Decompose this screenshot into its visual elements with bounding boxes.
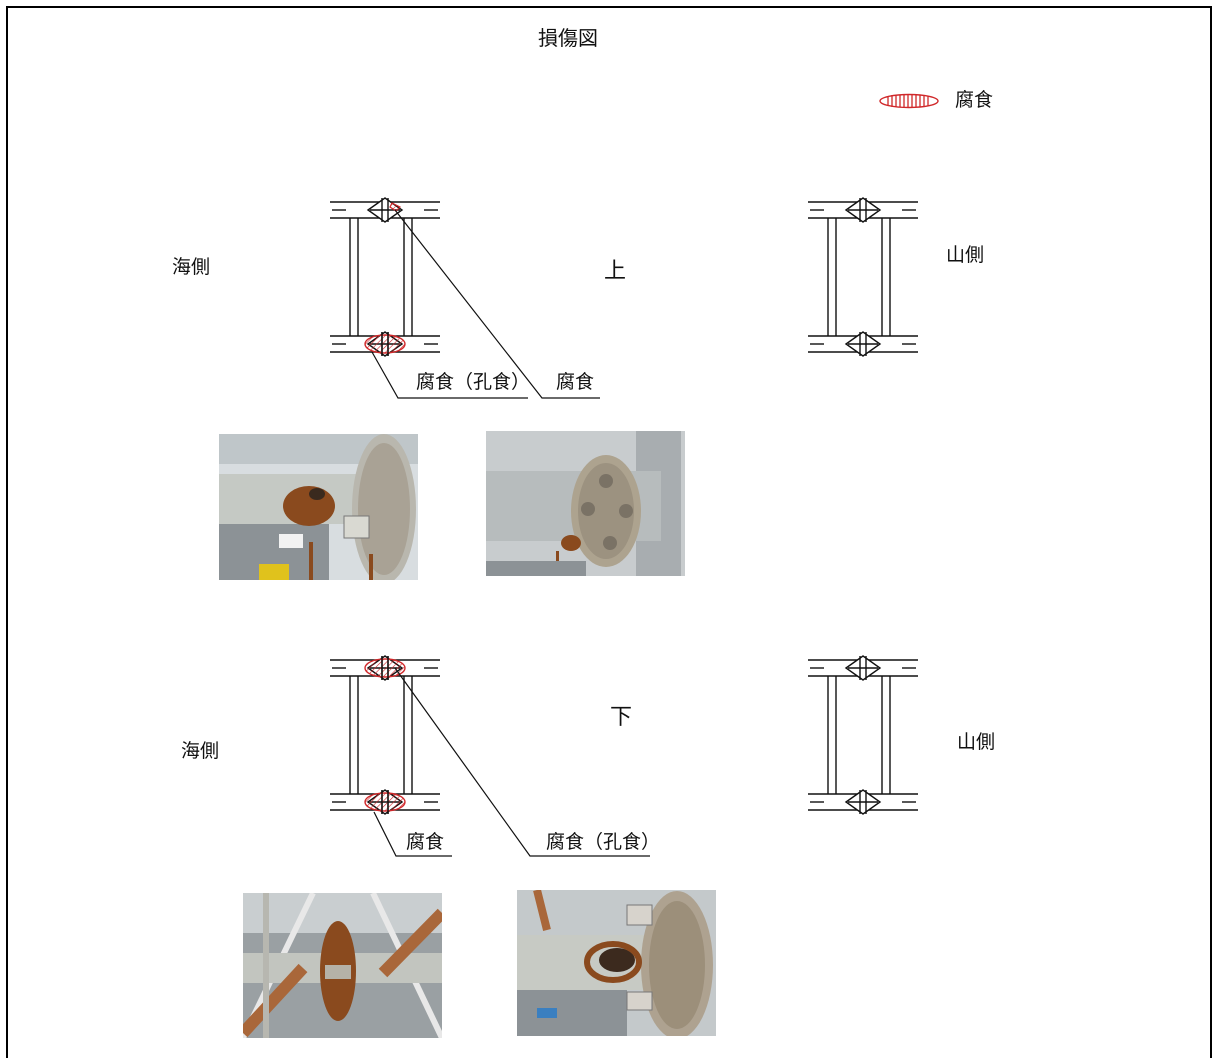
upper-callout-pitting: 腐食（孔食） [416, 371, 531, 393]
legend-label: 腐食 [955, 89, 994, 111]
lower-callout-corrosion: 腐食 [406, 831, 445, 853]
upper-photo-1 [219, 434, 418, 580]
upper-callout-corrosion: 腐食 [556, 371, 595, 393]
corrosion-legend-icon [879, 93, 939, 109]
upper-position-label: 上 [604, 259, 627, 284]
page-frame [6, 6, 1212, 1058]
lower-photo-1 [243, 893, 442, 1038]
upper-sea-side-label: 海側 [172, 256, 211, 278]
upper-mountain-side-label: 山側 [946, 244, 985, 266]
lower-sea-side-label: 海側 [181, 740, 220, 762]
upper-photo-2 [486, 431, 685, 576]
lower-mountain-side-label: 山側 [957, 731, 996, 753]
lower-photo-2 [517, 890, 716, 1036]
diagram-title: 損傷図 [538, 26, 598, 50]
lower-callout-pitting: 腐食（孔食） [546, 831, 661, 853]
lower-position-label: 下 [610, 705, 633, 730]
